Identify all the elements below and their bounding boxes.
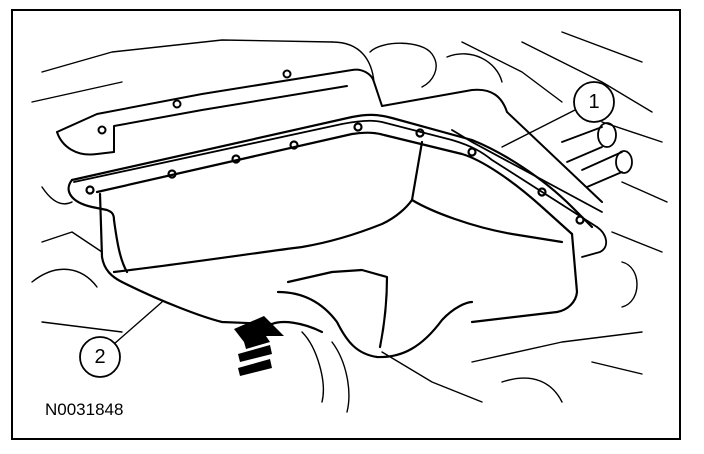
oil-pan-illustration: 1 2 bbox=[31, 31, 668, 413]
callout-2-leader bbox=[113, 301, 163, 345]
callout-2-number: 2 bbox=[94, 346, 105, 368]
filler-tubes bbox=[561, 122, 633, 188]
oil-pan bbox=[67, 113, 594, 359]
callout-2: 2 bbox=[79, 336, 121, 378]
arrow-up-icon bbox=[234, 316, 284, 376]
figure-id-label: N0031848 bbox=[45, 400, 124, 419]
callout-1-leader bbox=[501, 109, 576, 148]
transmission-case-flange bbox=[56, 68, 603, 203]
figure-frame: 1 2 N0031848 bbox=[11, 9, 681, 440]
engine-block-outline bbox=[31, 31, 668, 413]
callout-1: 1 bbox=[573, 81, 615, 123]
callout-1-number: 1 bbox=[588, 91, 599, 113]
